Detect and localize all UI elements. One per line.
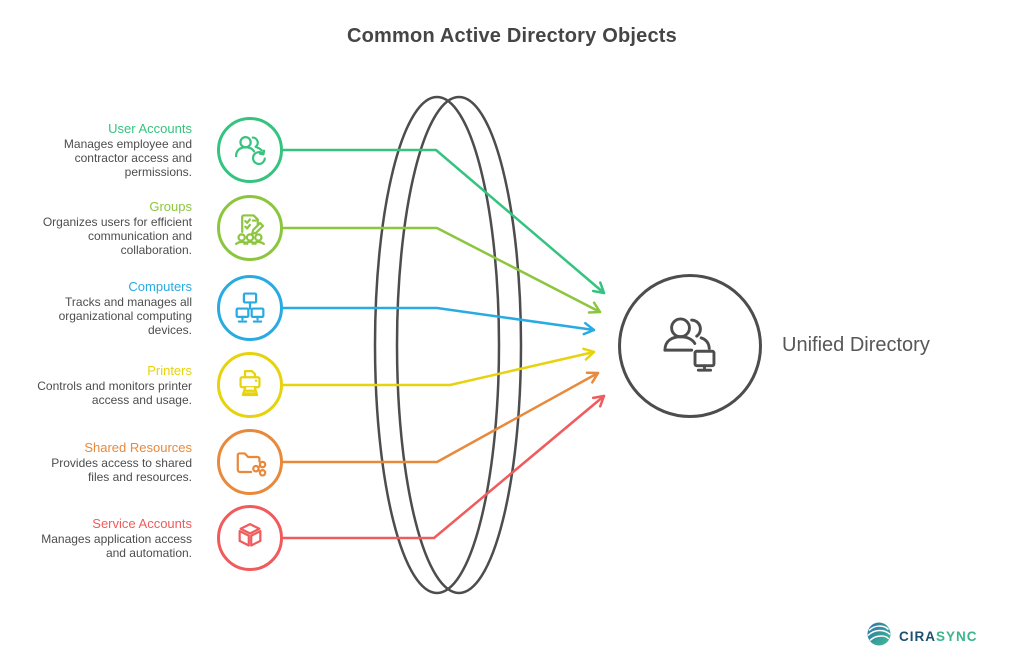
- item-label-groups: Groups: [149, 199, 192, 214]
- cube-icon: [230, 518, 270, 558]
- user-accounts-icon-circle: [217, 117, 283, 183]
- item-label-shared-resources: Shared Resources: [84, 440, 192, 455]
- checklist-people-icon: [230, 208, 270, 248]
- computers-icon-circle: [217, 275, 283, 341]
- item-description-user-accounts: Manages employee and contractor access a…: [63, 137, 192, 179]
- network-monitors-icon: [230, 288, 270, 328]
- item-label-computers: Computers: [128, 279, 192, 294]
- groups-icon-circle: [217, 195, 283, 261]
- unified-directory-label: Unified Directory: [782, 334, 930, 356]
- printers-icon-circle: [217, 352, 283, 418]
- brand-name-primary: CIRA: [899, 629, 936, 644]
- users-monitor-icon: [651, 305, 729, 388]
- item-label-user-accounts: User Accounts: [108, 121, 192, 136]
- shared-resources-icon-circle: [217, 429, 283, 495]
- item-description-computers: Tracks and manages all organizational co…: [58, 295, 192, 337]
- item-label-printers: Printers: [147, 363, 192, 378]
- brand-name: CIRASYNC: [899, 629, 978, 644]
- shared-folder-icon: [230, 442, 270, 482]
- item-row-printers: Printers Controls and monitors printer a…: [28, 352, 283, 418]
- item-row-shared-resources: Shared Resources Provides access to shar…: [28, 429, 283, 495]
- brand-name-secondary: SYNC: [936, 629, 978, 644]
- item-description-printers: Controls and monitors printer access and…: [37, 379, 192, 407]
- item-description-service-accounts: Manages application access and automatio…: [41, 532, 192, 560]
- diagram-title: Common Active Directory Objects: [347, 25, 677, 47]
- user-sync-icon: [230, 130, 270, 170]
- item-row-computers: Computers Tracks and manages all organiz…: [28, 275, 283, 341]
- service-accounts-icon-circle: [217, 505, 283, 571]
- cirasync-swirl-icon: [866, 621, 892, 652]
- brand-logo: CIRASYNC: [866, 621, 978, 652]
- item-description-shared-resources: Provides access to shared files and reso…: [51, 456, 192, 484]
- printer-icon: [230, 365, 270, 405]
- item-row-user-accounts: User Accounts Manages employee and contr…: [28, 117, 283, 183]
- item-row-service-accounts: Service Accounts Manages application acc…: [28, 505, 283, 571]
- item-description-groups: Organizes users for efficient communicat…: [42, 215, 192, 257]
- item-label-service-accounts: Service Accounts: [92, 516, 192, 531]
- item-row-groups: Groups Organizes users for efficient com…: [28, 195, 283, 261]
- unified-directory-circle: [618, 274, 762, 418]
